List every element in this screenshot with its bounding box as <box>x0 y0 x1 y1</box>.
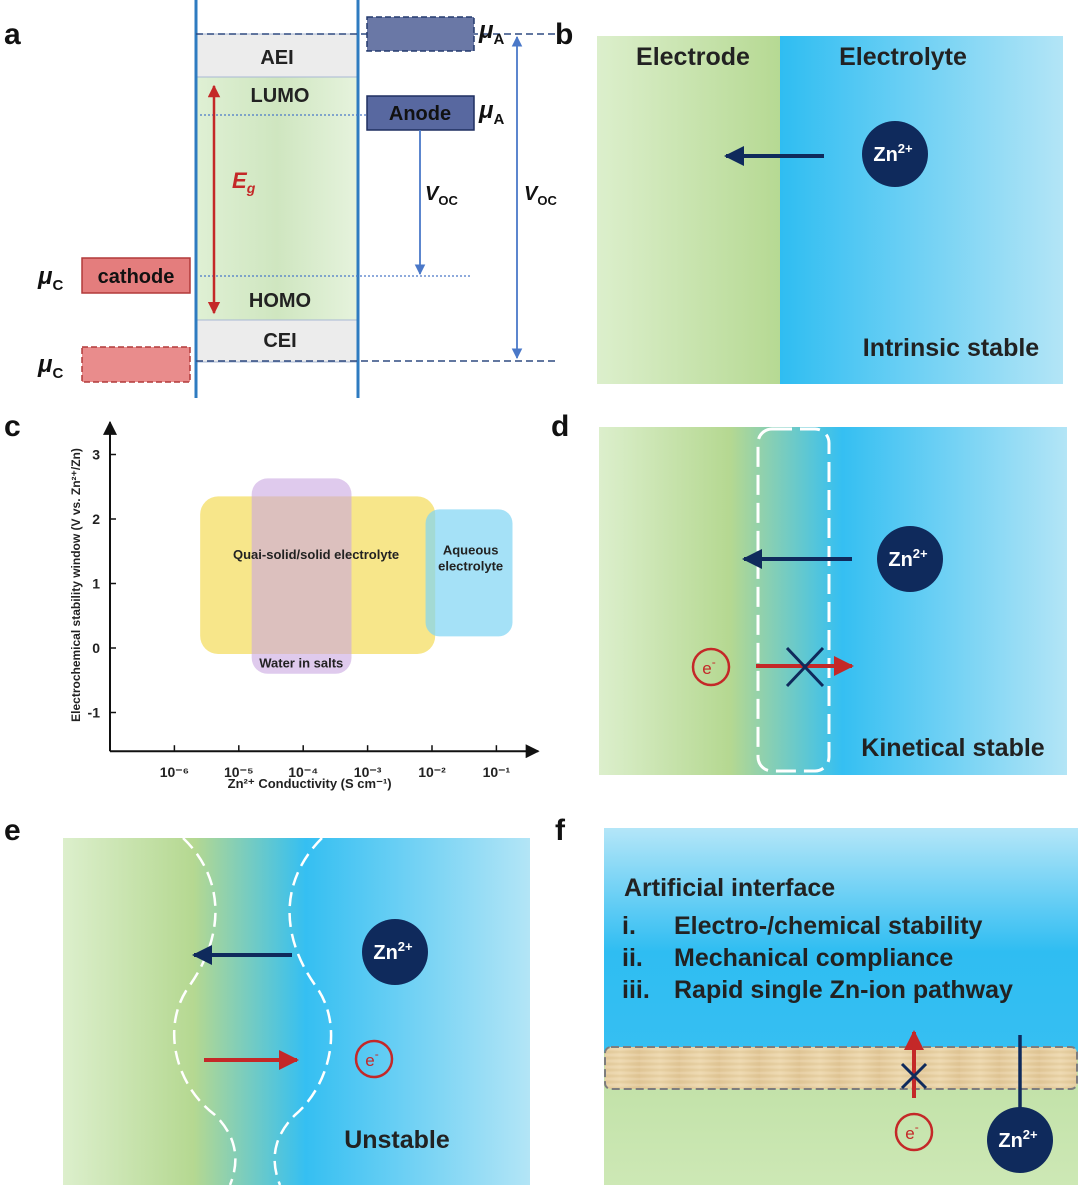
electrolyte-region <box>780 36 1063 384</box>
anode-box <box>366 95 475 131</box>
x-tick-label: 10⁻⁶ <box>160 764 189 780</box>
panel-label-a: a <box>4 18 21 51</box>
y-tick-label: 1 <box>92 576 100 592</box>
interface-background <box>63 838 530 1185</box>
lumo-label: LUMO <box>251 85 310 107</box>
electrolyte-label: Electrolyte <box>839 43 967 71</box>
voc-outer-label: VOC <box>524 183 557 208</box>
panel-label-c: c <box>4 410 21 443</box>
electrolyte-column <box>196 34 358 362</box>
blocked-cross-icon <box>785 646 825 688</box>
cei-label: CEI <box>263 330 296 352</box>
panel-label-b: b <box>555 18 573 51</box>
panel-e: e Zn2+ e- Unstable <box>4 814 530 1185</box>
artificial-interface-title: Artificial interface <box>624 874 835 902</box>
intrinsic-stable-caption: Intrinsic stable <box>863 334 1040 362</box>
aei-layer <box>195 33 359 78</box>
unstable-caption: Unstable <box>344 1126 450 1154</box>
panel-label-e: e <box>4 814 21 847</box>
y-tick-label: -1 <box>88 705 101 721</box>
x-axis-label: Zn²⁺ Conductivity (S cm⁻¹) <box>228 776 392 791</box>
electron-label: e- <box>702 655 715 678</box>
y-tick-label: 3 <box>92 447 100 463</box>
electrolyte-region <box>604 828 1078 1053</box>
cathode-dashed-box <box>81 346 191 383</box>
zn-ion <box>987 1107 1053 1173</box>
passivation-layer-outline <box>756 427 831 773</box>
y-tick-label: 2 <box>92 511 100 527</box>
region-water-in-salts <box>251 478 352 674</box>
cathode-label: cathode <box>98 266 175 288</box>
eg-label: Eg <box>232 168 256 196</box>
cei-layer <box>195 319 359 363</box>
zn-ion <box>862 121 928 187</box>
property-text-1: Electro-/chemical stability <box>674 912 983 940</box>
anode-label: Anode <box>389 103 451 125</box>
zn-ion-label: Zn2+ <box>888 546 928 571</box>
unstable-boundary-right <box>273 837 333 1185</box>
voc-inner-label: VOC <box>425 183 458 208</box>
artificial-interface-layer <box>604 1046 1078 1090</box>
electron-label: e- <box>905 1120 918 1143</box>
mu-c-label: μC <box>37 263 63 294</box>
panel-d: d Zn2+ e- Kinetical stable <box>551 410 1067 775</box>
property-num-2: ii. <box>622 944 643 972</box>
electron <box>894 1112 934 1152</box>
zn-ion-label: Zn2+ <box>998 1127 1038 1152</box>
blocked-cross-icon <box>900 1062 928 1090</box>
x-tick-label: 10⁻⁵ <box>224 764 254 780</box>
panel-label-d: d <box>551 410 569 443</box>
zn-ion-label: Zn2+ <box>873 141 913 166</box>
cathode-box <box>81 257 191 294</box>
homo-label: HOMO <box>249 290 311 312</box>
label-aqueous-electrolyte: Aqueous <box>443 542 499 557</box>
y-axis-label: Electrochemical stability window (V vs. … <box>69 448 83 722</box>
electrode-region <box>597 36 780 384</box>
y-tick-label: 0 <box>92 640 100 656</box>
unstable-boundary-left <box>172 837 237 1185</box>
x-tick-label: 10⁻⁴ <box>288 764 318 780</box>
kinetical-stable-caption: Kinetical stable <box>861 734 1044 762</box>
anode-dashed-box <box>366 16 475 52</box>
electrode-label: Electrode <box>636 43 750 71</box>
panel-a: a AEI LUMO HOMO CEI Eg Anode μA μA catho… <box>4 0 557 398</box>
electron <box>354 1039 394 1079</box>
x-tick-label: 10⁻¹ <box>483 764 511 780</box>
electron <box>691 647 731 687</box>
zn-ion <box>877 526 943 592</box>
panel-b: b Electrode Electrolyte Zn2+ Intrinsic s… <box>555 18 1063 384</box>
property-text-2: Mechanical compliance <box>674 944 953 972</box>
x-tick-label: 10⁻² <box>418 764 446 780</box>
mu-a-label: μA <box>478 97 504 128</box>
property-text-3: Rapid single Zn-ion pathway <box>674 976 1013 1004</box>
interface-background <box>599 427 1067 775</box>
label-solid-electrolyte: Quai-solid/solid electrolyte <box>233 547 399 562</box>
label-aqueous-electrolyte-2: electrolyte <box>438 559 503 574</box>
zn-ion-label: Zn2+ <box>373 939 413 964</box>
property-num-1: i. <box>622 912 636 940</box>
panel-label-f: f <box>555 814 566 847</box>
mu-c-bottom-label: μC <box>37 351 63 382</box>
label-water-in-salts: Water in salts <box>259 655 343 670</box>
aei-label: AEI <box>260 47 293 69</box>
x-tick-label: 10⁻³ <box>354 764 382 780</box>
panel-f: f Artificial interface i. Electro-/chemi… <box>555 814 1078 1185</box>
electron-label: e- <box>365 1047 378 1070</box>
zn-ion <box>362 919 428 985</box>
mu-a-top-label: μA <box>478 17 504 48</box>
property-num-3: iii. <box>622 976 650 1004</box>
region-aqueous-electrolyte <box>425 509 513 637</box>
